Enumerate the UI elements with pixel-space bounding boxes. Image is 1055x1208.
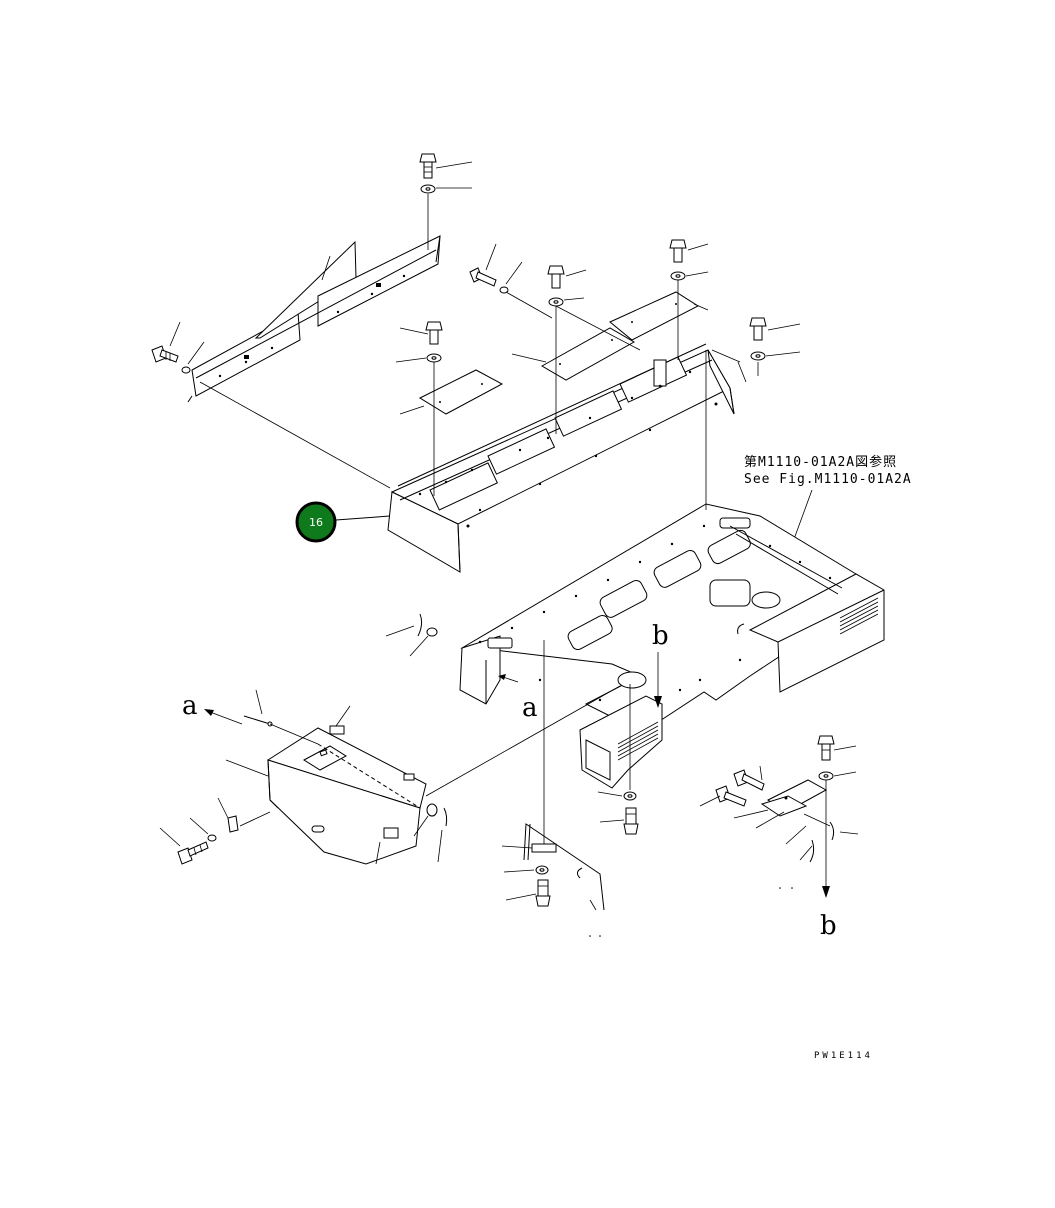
upper-main-cover [387, 343, 735, 573]
view-marker-a-center: a [522, 693, 538, 723]
view-marker-b-lower: b [820, 911, 837, 941]
reference-note-jp: 第M1110-01A2A図参照 [744, 454, 897, 470]
front-vent [617, 721, 659, 761]
top-bolt-stack [419, 153, 473, 250]
view-marker-b-upper-label: b [652, 621, 669, 651]
upper-left-cover-panel [187, 235, 441, 489]
bottom-center-rod [501, 823, 605, 937]
view-marker-b-lower-label: b [820, 911, 837, 941]
left-clip-washer [385, 613, 438, 657]
right-latch-assembly [699, 735, 859, 898]
view-marker-b-upper: b [652, 621, 669, 708]
callout-16[interactable]: 16 [295, 501, 391, 543]
cover-bolts [395, 239, 801, 496]
upper-left-bolt [151, 321, 205, 374]
right-vent [839, 597, 879, 635]
view-marker-a-left: a [182, 691, 243, 725]
lower-left-box-cover [225, 689, 427, 865]
lower-floor-frame [459, 503, 885, 789]
drawing-code: PW1E114 [814, 1051, 873, 1061]
reference-note-en: See Fig.M1110-01A2A [744, 472, 912, 487]
front-bottom-bolt [597, 791, 639, 835]
view-marker-a-center-label: a [522, 693, 538, 723]
cover-plates [399, 291, 709, 415]
alignment-lines [425, 349, 747, 850]
view-marker-a-left-label: a [182, 691, 198, 721]
callout-number: 16 [309, 516, 323, 529]
reference-note: 第M1110-01A2A図参照 See Fig.M1110-01A2A [744, 454, 912, 552]
lower-left-bolt-assembly [159, 797, 448, 865]
